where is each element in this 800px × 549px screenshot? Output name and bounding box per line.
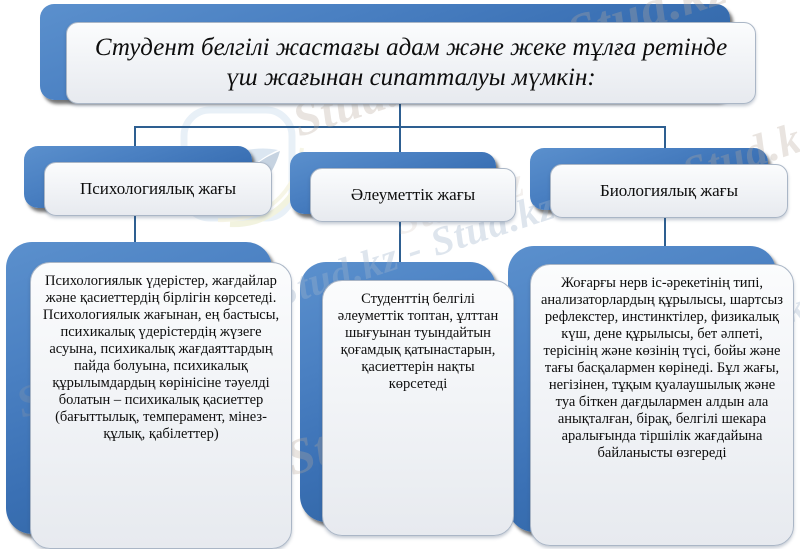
connector-branch-2 (399, 126, 401, 166)
connector-trunk (399, 100, 401, 128)
page-title-text: Студент белгілі жастағы адам және жеке т… (94, 33, 728, 92)
body-social: Студенттің белгілі әлеуметтік топтан, ұл… (322, 280, 514, 536)
header-biological[interactable]: Биологиялық жағы (550, 164, 788, 218)
connector-header-1-to-body (134, 216, 136, 246)
body-social-text: Студенттің белгілі әлеуметтік топтан, ұл… (337, 291, 499, 392)
header-psychological[interactable]: Психологиялық жағы (44, 162, 272, 216)
connector-header-2-to-body (399, 222, 401, 266)
header-biological-label: Биологиялық жағы (599, 181, 739, 201)
header-social[interactable]: Әлеуметтік жағы (310, 168, 516, 222)
body-biological: Жоғарғы нерв іс-әрекетінің типі, анализа… (530, 264, 794, 546)
header-social-label: Әлеуметтік жағы (350, 185, 476, 205)
body-psychological-text: Психологиялык үдерістер, жағдайлар және … (42, 273, 280, 442)
header-psychological-label: Психологиялық жағы (79, 179, 237, 199)
connector-branch-3 (664, 126, 666, 162)
body-psychological: Психологиялык үдерістер, жағдайлар және … (30, 262, 292, 549)
body-biological-text: Жоғарғы нерв іс-әрекетінің типі, анализа… (540, 275, 783, 461)
connector-header-3-to-body (664, 218, 666, 250)
page-title: Студент белгілі жастағы адам және жеке т… (66, 22, 756, 104)
connector-branch-1 (134, 126, 136, 160)
